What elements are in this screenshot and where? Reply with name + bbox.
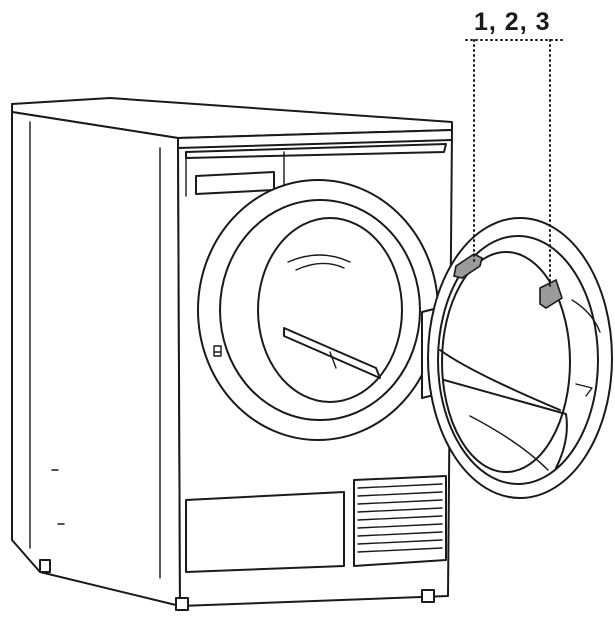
drum-opening — [197, 179, 439, 441]
callout-leader-lines — [465, 39, 563, 291]
door-latch-icon — [213, 345, 222, 357]
service-hatch — [185, 491, 345, 573]
callout-label: 1, 2, 3 — [474, 8, 551, 36]
dryer-feet — [39, 559, 435, 611]
open-door — [427, 217, 613, 499]
door-filter-side — [539, 278, 563, 309]
vent-grille — [353, 475, 447, 567]
dryer-side-panel — [11, 111, 181, 607]
